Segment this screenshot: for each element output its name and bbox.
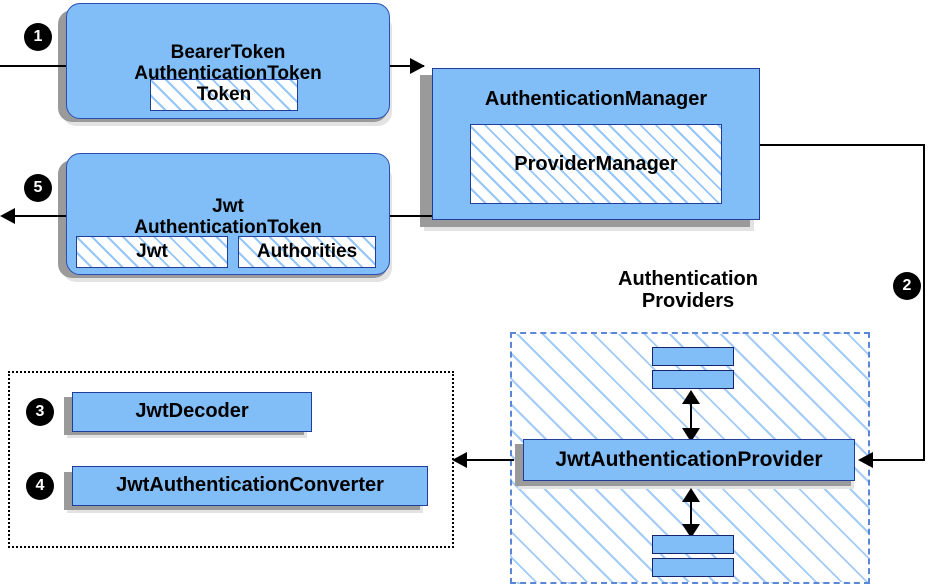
jwt-authentication-converter-box[interactable]: JwtAuthenticationConverter (72, 466, 428, 506)
line-provider-link-bottom (690, 494, 692, 528)
bearer-token-inner-token-box[interactable]: Token (150, 79, 298, 111)
arrowhead-provider-link-top-down (682, 428, 700, 442)
step-5-number: 5 (33, 179, 43, 196)
arrowhead-bearer-to-manager (410, 58, 425, 74)
line-manager-to-jwt-token (388, 215, 435, 217)
authentication-providers-caption-line2: Providers (641, 290, 735, 313)
step-1-bullet: 1 (25, 24, 51, 50)
provider-manager-label: ProviderManager (514, 152, 678, 175)
arrowhead-provider-link-bottom-down (682, 524, 700, 538)
line-response-out (14, 215, 68, 217)
jwt-decoder-box[interactable]: JwtDecoder (72, 392, 312, 432)
step-4-number: 4 (35, 477, 45, 494)
jwt-token-title-line1: Jwt (212, 196, 244, 218)
bearer-token-title-line2: AuthenticationToken (134, 63, 322, 84)
bearer-token-title: BearerToken AuthenticationToken (134, 43, 322, 84)
authentication-manager-title: AuthenticationManager (484, 88, 708, 110)
authentication-providers-caption-line1: Authentication (618, 268, 758, 290)
arrowhead-into-provider (858, 452, 873, 468)
step-2-number: 2 (902, 277, 912, 294)
arrowhead-provider-link-top-up (682, 390, 700, 404)
jwt-authentication-converter-label: JwtAuthenticationConverter (116, 474, 384, 497)
provider-stack-top-bar-2 (652, 370, 734, 389)
step-5-bullet: 5 (25, 175, 51, 201)
line-bearer-to-manager (388, 65, 424, 67)
arrowhead-provider-to-support (452, 452, 467, 468)
jwt-token-inner-authorities-label: Authorities (256, 241, 358, 262)
line-provider-to-support (466, 459, 514, 461)
jwt-token-inner-jwt-label: Jwt (136, 241, 168, 262)
arrowhead-provider-link-bottom-up (682, 488, 700, 502)
step-3-bullet: 3 (27, 399, 53, 425)
line-manager-right (759, 144, 925, 146)
step-3-number: 3 (35, 403, 45, 420)
arrowhead-response-out (0, 208, 15, 224)
provider-stack-bottom-bar-1 (652, 535, 734, 554)
jwt-token-title-line2: AuthenticationToken (134, 217, 322, 238)
bearer-token-title-line1: BearerToken (170, 42, 286, 64)
step-2-bullet: 2 (894, 273, 920, 299)
jwt-token-title: Jwt AuthenticationToken (134, 197, 322, 238)
line-into-provider (872, 459, 925, 461)
line-request-in (0, 65, 68, 67)
line-manager-down (923, 144, 925, 461)
provider-stack-top-bar-1 (652, 347, 734, 366)
provider-stack-bottom-bar-2 (652, 558, 734, 577)
jwt-authentication-provider-box[interactable]: JwtAuthenticationProvider (523, 439, 855, 481)
provider-manager-box[interactable]: ProviderManager (470, 124, 722, 204)
bearer-token-inner-label: Token (196, 84, 252, 105)
line-provider-link-top (690, 396, 692, 432)
jwt-decoder-label: JwtDecoder (135, 400, 249, 423)
authentication-providers-caption: Authentication Providers (560, 268, 816, 313)
jwt-token-inner-jwt-box[interactable]: Jwt (76, 236, 228, 268)
step-4-bullet: 4 (27, 473, 53, 499)
bearer-token-box[interactable]: BearerToken AuthenticationToken (66, 3, 390, 119)
jwt-authentication-provider-label: JwtAuthenticationProvider (555, 447, 823, 471)
step-1-number: 1 (33, 28, 43, 45)
jwt-token-inner-authorities-box[interactable]: Authorities (238, 236, 376, 268)
